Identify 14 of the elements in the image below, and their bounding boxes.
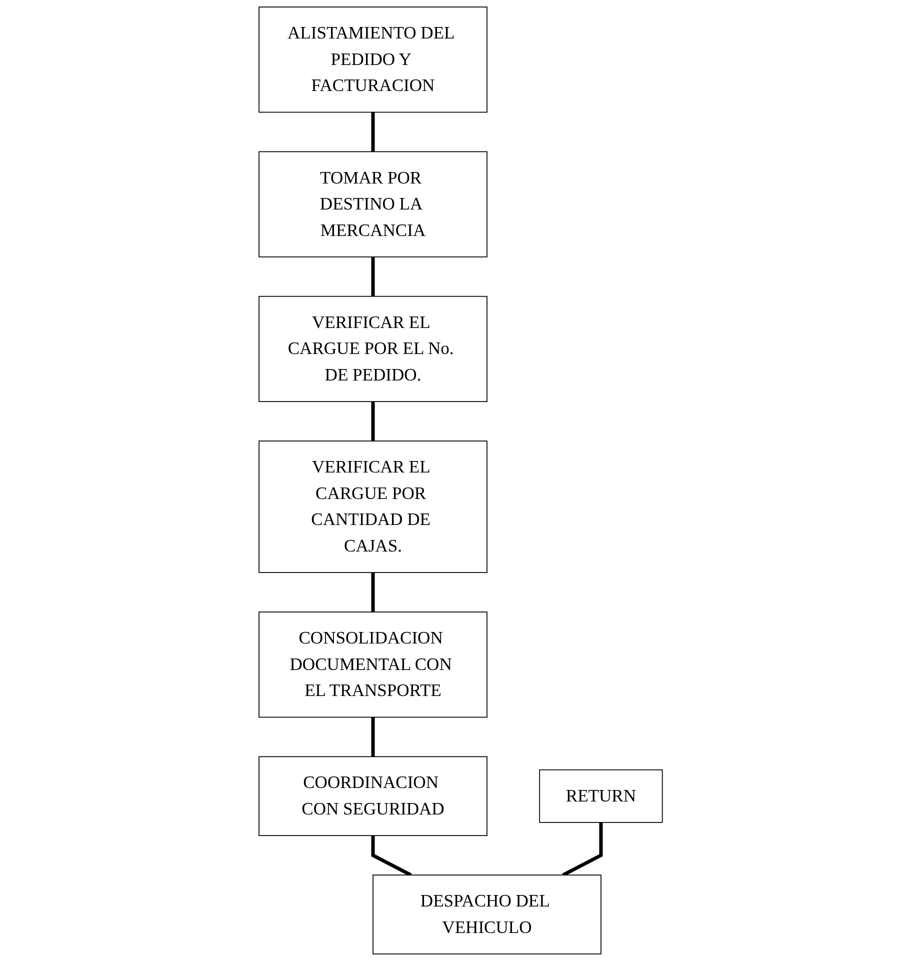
node-box: CONSOLIDACION DOCUMENTAL CON EL TRANSPORTE [258,612,488,718]
node-box: TOMAR POR DESTINO LA MERCANCIA [258,151,488,258]
node-box: DESPACHO DEL VEHICULO [372,874,602,954]
connector [372,402,376,442]
connector [372,717,376,757]
connector [372,836,412,877]
node-box: ALISTAMIENTO DEL PEDIDO Y FACTURACION [258,6,488,113]
node-box: COORDINACION CON SEGURIDAD [258,756,488,836]
node-box: RETURN [539,769,664,823]
connector [372,572,376,612]
connector [372,256,376,296]
connector [372,112,376,152]
node-box: VERIFICAR EL CARGUE POR EL No. DE PEDIDO. [258,296,488,402]
node-box: VERIFICAR EL CARGUE POR CANTIDAD DE CAJAS. [258,440,488,573]
